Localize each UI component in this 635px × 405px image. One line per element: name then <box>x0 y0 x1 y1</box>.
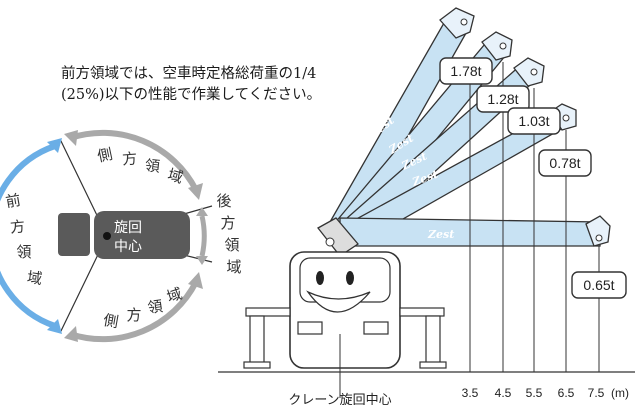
rear-zone-label-char: 領 <box>224 236 239 254</box>
rear-zone-arrow <box>199 215 207 257</box>
face-eye-left <box>316 271 324 285</box>
front-zone-label-char: 域 <box>26 268 43 288</box>
slewing-center-dot <box>103 232 111 240</box>
rear-zone-label-char: 域 <box>226 258 241 276</box>
boom-brand-5: Zest <box>427 228 454 241</box>
rear-zone-arrowhead-top <box>196 207 208 216</box>
side-zone-arrowhead-top-right <box>188 183 203 200</box>
rear-zone-arrowhead-bottom <box>196 256 208 265</box>
side-zone-label-bottom-char: 領 <box>147 297 164 317</box>
outrigger-jack-right <box>425 315 441 365</box>
side-zone-label-bottom-char: 方 <box>126 306 141 324</box>
capacity-badge-2 <box>476 85 530 113</box>
capacity-label-4: 0.78t <box>549 155 580 171</box>
side-zone-label-bottom-char: 域 <box>165 284 185 306</box>
outrigger-pad-left <box>243 361 271 369</box>
distance-label-5: 7.5 <box>588 386 605 400</box>
side-zone-label-top-char: 側 <box>96 145 114 166</box>
side-zone-label-top-char: 域 <box>166 165 185 186</box>
front-zone-label: 前方領域 <box>4 191 43 288</box>
distance-unit-label: (m) <box>611 386 629 400</box>
side-zone-arrowhead-bottom-left <box>64 326 78 342</box>
crane-center-label: クレーン旋回中心 <box>288 393 391 405</box>
front-zone-label-char: 前 <box>4 191 22 211</box>
front-zone-arrowhead-top <box>47 138 62 153</box>
side-zone-label-bottom: 側方領域 <box>102 284 184 331</box>
side-zone-arrowhead-bottom-right <box>188 272 203 289</box>
front-zone-arrow <box>0 143 56 329</box>
capacity-badge-1 <box>439 57 493 85</box>
caution-note-line2: (25%)以下の性能で作業してください。 <box>61 87 322 103</box>
capacity-badge-5 <box>571 271 627 299</box>
vehicle-body-block <box>94 211 190 259</box>
distance-label-3: 5.5 <box>526 386 543 400</box>
side-zone-label-top-char: 領 <box>144 156 161 175</box>
outrigger-jack-left <box>249 315 265 365</box>
grille-left <box>297 321 323 335</box>
vehicle-cab-block <box>58 213 90 256</box>
capacity-label-2: 1.28t <box>487 91 518 107</box>
outrigger-beam-right <box>399 307 445 317</box>
distance-label-2: 4.5 <box>495 386 512 400</box>
outrigger-pad-right <box>419 361 447 369</box>
side-zone-label-bottom-char: 側 <box>102 311 120 331</box>
side-zone-arrowhead-top-left <box>64 130 78 146</box>
front-zone-label-char: 領 <box>16 243 31 261</box>
caution-note-line1: 前方領域では、空車時定格総荷重の1/4 <box>61 66 317 82</box>
front-zone-label-char: 方 <box>9 217 26 236</box>
face-eye-right <box>346 271 354 285</box>
capacity-badge-4 <box>538 149 592 177</box>
capacity-label-1: 1.78t <box>450 63 481 79</box>
caution-note: 前方領域では、空車時定格総荷重の1/4 (25%)以下の性能で作業してください。 <box>61 64 321 106</box>
center-label-line2: 中心 <box>114 239 142 255</box>
side-zone-label-top: 側方領域 <box>96 145 185 187</box>
front-zone-arrowhead-bottom <box>47 319 62 334</box>
crane-illustration: Zest Zest Zest Zest Zest 1.78t 1.28t 1.0… <box>218 7 635 405</box>
center-label-line1: 旋回 <box>114 220 142 236</box>
crane-column <box>317 217 359 257</box>
face-mouth <box>306 290 371 313</box>
work-zone-diagram: 旋回 中心 前方領域 側方領域 側方領域 後方領域 <box>0 129 242 343</box>
rear-zone-label-char: 後 <box>216 192 231 210</box>
side-zone-arrow-bottom <box>69 280 199 343</box>
distance-label-4: 6.5 <box>558 386 575 400</box>
rear-zone-label-char: 方 <box>220 214 235 232</box>
boom-5-horizontal <box>339 215 611 247</box>
capacity-label-5: 0.65t <box>583 277 614 293</box>
grille-right <box>363 321 389 335</box>
capacity-badge-3 <box>507 107 561 135</box>
capacity-label-3: 1.03t <box>518 113 549 129</box>
crane-pivot <box>325 237 335 247</box>
distance-label-1: 3.5 <box>462 386 479 400</box>
side-zone-arrow-top <box>69 129 199 192</box>
outrigger-beam-left <box>245 307 291 317</box>
side-zone-label-top-char: 方 <box>122 150 138 169</box>
